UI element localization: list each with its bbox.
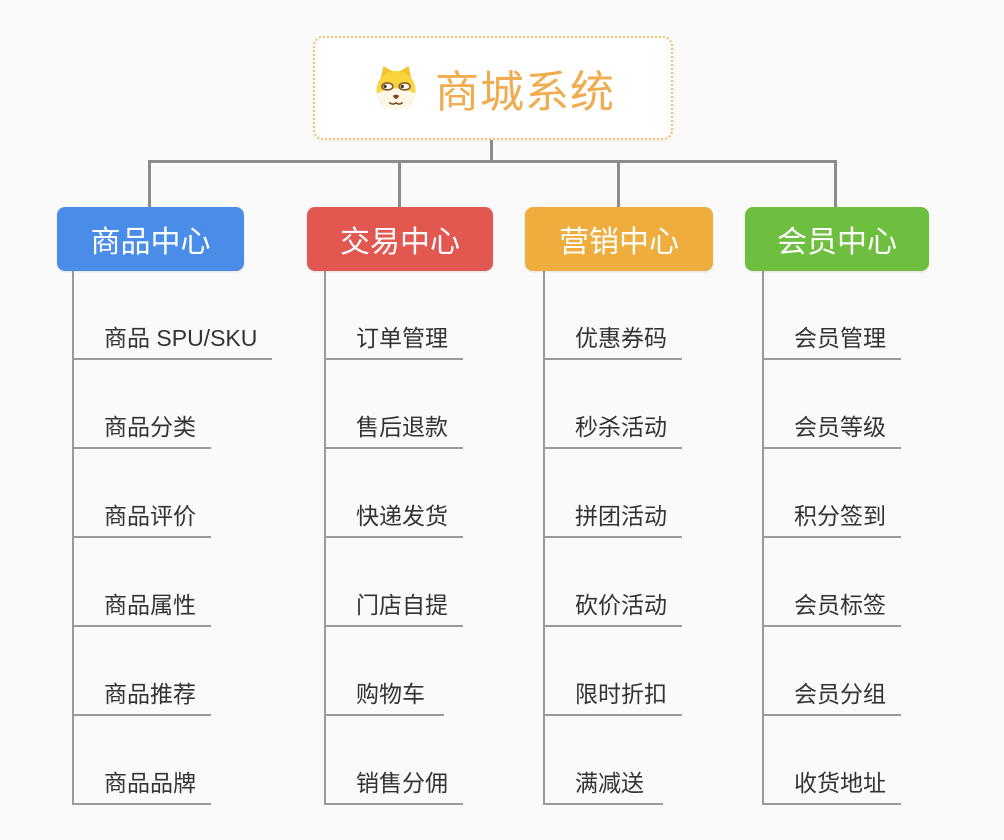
leaf-node[interactable]: 会员分组: [762, 627, 901, 716]
connector-drop-products: [148, 160, 151, 208]
leaf-node[interactable]: 商品属性: [72, 538, 211, 627]
leaf-node[interactable]: 售后退款: [324, 360, 463, 449]
branch-children-trade: 订单管理 售后退款 快递发货 门店自提 购物车 销售分佣: [324, 271, 463, 805]
leaf-node[interactable]: 会员标签: [762, 538, 901, 627]
leaf-node[interactable]: 商品 SPU/SKU: [72, 271, 273, 360]
branch-children-members: 会员管理 会员等级 积分签到 会员标签 会员分组 收货地址: [762, 271, 901, 805]
branch-trunk-line: [72, 271, 74, 805]
root-node[interactable]: 商城系统: [313, 36, 673, 140]
connector-drop-trade: [398, 160, 401, 208]
branch-node-products[interactable]: 商品中心: [57, 207, 244, 271]
dog-face-icon: [371, 63, 421, 113]
leaf-node[interactable]: 订单管理: [324, 271, 463, 360]
connector-horizontal-bar: [148, 160, 837, 163]
branch-node-trade[interactable]: 交易中心: [307, 207, 493, 271]
leaf-node[interactable]: 积分签到: [762, 449, 901, 538]
branch-trunk-line: [762, 271, 764, 805]
leaf-node[interactable]: 购物车: [324, 627, 444, 716]
branch-node-marketing[interactable]: 营销中心: [525, 207, 713, 271]
leaf-node[interactable]: 砍价活动: [543, 538, 682, 627]
leaf-node[interactable]: 销售分佣: [324, 716, 463, 805]
branch-node-members[interactable]: 会员中心: [745, 207, 929, 271]
leaf-node[interactable]: 秒杀活动: [543, 360, 682, 449]
branch-trunk-line: [543, 271, 545, 805]
leaf-node[interactable]: 收货地址: [762, 716, 901, 805]
branch-children-products: 商品 SPU/SKU 商品分类 商品评价 商品属性 商品推荐 商品品牌: [72, 271, 273, 805]
leaf-node[interactable]: 商品评价: [72, 449, 211, 538]
branch-trunk-line: [324, 271, 326, 805]
connector-drop-members: [834, 160, 837, 208]
connector-drop-marketing: [617, 160, 620, 208]
leaf-node[interactable]: 门店自提: [324, 538, 463, 627]
leaf-node[interactable]: 拼团活动: [543, 449, 682, 538]
leaf-node[interactable]: 优惠券码: [543, 271, 682, 360]
leaf-node[interactable]: 限时折扣: [543, 627, 682, 716]
leaf-node[interactable]: 满减送: [543, 716, 663, 805]
leaf-node[interactable]: 商品分类: [72, 360, 211, 449]
leaf-node[interactable]: 商品品牌: [72, 716, 211, 805]
root-title: 商城系统: [435, 68, 615, 117]
branch-children-marketing: 优惠券码 秒杀活动 拼团活动 砍价活动 限时折扣 满减送: [543, 271, 682, 805]
leaf-node[interactable]: 商品推荐: [72, 627, 211, 716]
leaf-node[interactable]: 快递发货: [324, 449, 463, 538]
leaf-node[interactable]: 会员管理: [762, 271, 901, 360]
connector-root-stem: [490, 140, 493, 161]
leaf-node[interactable]: 会员等级: [762, 360, 901, 449]
